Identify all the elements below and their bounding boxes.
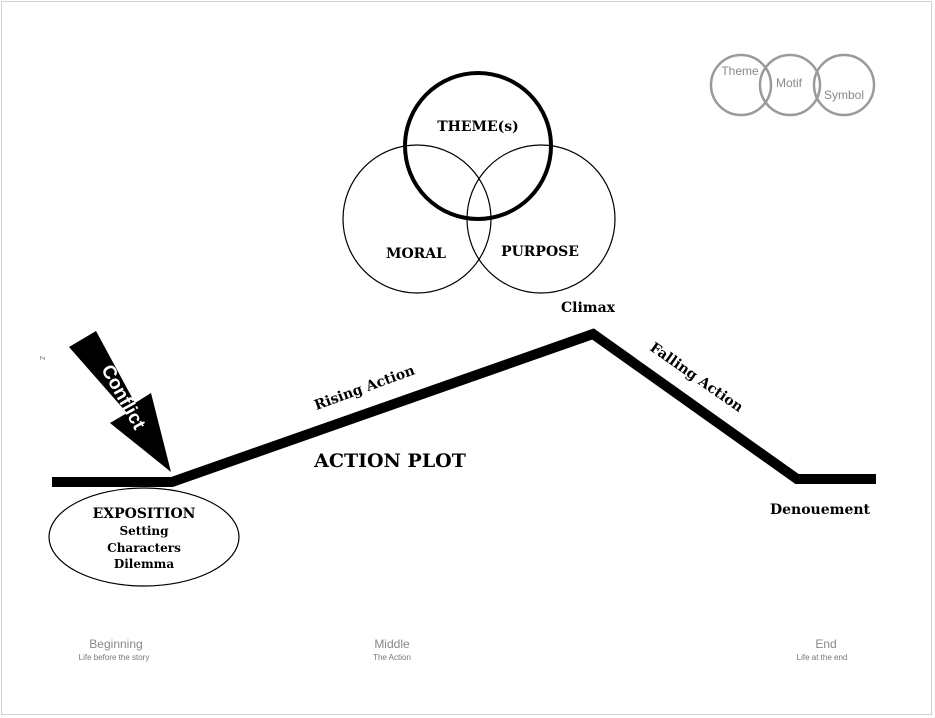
timeline-label-end: End — [815, 637, 836, 651]
exposition-item: Setting — [119, 524, 169, 538]
plot-line — [52, 328, 876, 487]
stray-mark: Z — [38, 356, 45, 361]
timeline-label-beginning: Beginning — [89, 637, 142, 651]
exposition-item: Dilemma — [114, 557, 175, 571]
moral-label: MORAL — [386, 246, 446, 262]
timeline: Beginning Life before the story Middle T… — [79, 637, 848, 662]
theme-label: THEME(s) — [437, 119, 519, 135]
small-venn-motif-label: Motif — [776, 76, 803, 90]
exposition-group: EXPOSITION Setting Characters Dilemma — [48, 487, 240, 587]
denouement-label: Denouement — [770, 502, 871, 518]
timeline-sub-beginning: Life before the story — [79, 653, 150, 662]
main-venn: THEME(s) MORAL PURPOSE — [342, 71, 616, 294]
exposition-ellipse — [48, 487, 240, 587]
theme-circle — [403, 71, 553, 221]
action-plot-title: ACTION PLOT — [313, 450, 466, 472]
small-venn-symbol-label: Symbol — [824, 88, 864, 102]
conflict-arrow-shape — [69, 331, 171, 472]
timeline-sub-middle: The Action — [373, 653, 411, 662]
small-venn-symbol-circle — [812, 53, 876, 117]
exposition-title: EXPOSITION — [93, 506, 196, 522]
small-venn-theme-label: Theme — [721, 64, 759, 78]
timeline-label-middle: Middle — [374, 637, 410, 651]
climax-label: Climax — [561, 300, 616, 316]
timeline-sub-end: Life at the end — [797, 653, 848, 662]
small-venn-theme-circle — [709, 53, 773, 117]
small-venn-motif-circle — [758, 53, 822, 117]
small-venn: Theme Motif Symbol — [709, 53, 876, 117]
conflict-arrow: Conflict — [69, 331, 171, 472]
purpose-label: PURPOSE — [501, 244, 579, 260]
exposition-item: Characters — [107, 541, 181, 555]
